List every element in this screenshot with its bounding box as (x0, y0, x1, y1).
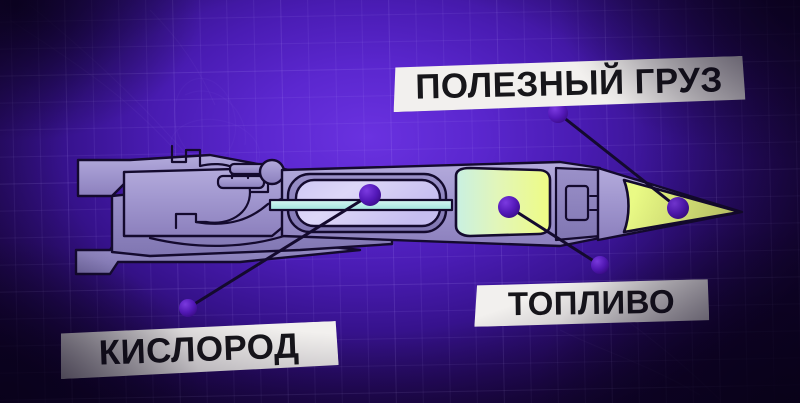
oxygen-anchor-dot (179, 299, 197, 317)
oxygen-leader-line (187, 193, 371, 310)
fuel-target-dot (498, 196, 520, 218)
payload-leader-line (557, 111, 679, 210)
fuel-anchor-dot (591, 256, 609, 274)
payload-target-dot (667, 197, 689, 219)
callout-label-payload: ПОЛЕЗНЫЙ ГРУЗ (414, 60, 724, 107)
callout-banner-fuel[interactable]: ТОПЛИВО (474, 279, 710, 327)
oxygen-target-dot (359, 184, 381, 206)
callout-label-fuel: ТОПЛИВО (507, 282, 676, 323)
fuel-leader-line (508, 205, 601, 267)
callout-label-oxygen: КИСЛОРОД (98, 326, 300, 373)
